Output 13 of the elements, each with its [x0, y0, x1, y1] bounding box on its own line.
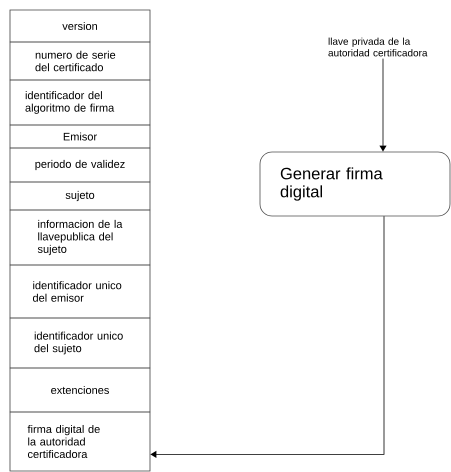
- field-cell: informacion de la llavepublica del sujeto: [10, 210, 150, 266]
- field-cell: identificador unico del sujeto: [10, 318, 150, 368]
- field-cell: identificador del algoritmo de firma: [10, 80, 150, 126]
- field-cell: Emisor: [10, 124, 150, 148]
- input-text: llave privada de la autoridad certificadora: [328, 38, 428, 56]
- field-cell: firma digital de la autoridad certificadora: [10, 412, 150, 472]
- field-cell: periodo de validez: [10, 148, 150, 182]
- field-cell: numero de serie del certificado: [10, 42, 150, 80]
- field-cell: extenciones: [10, 368, 150, 412]
- field-cell: identificador unico del emisor: [10, 264, 150, 318]
- process-box: Generar firma digital: [260, 152, 450, 216]
- field-cell: sujeto: [10, 182, 150, 210]
- field-cell: version: [10, 10, 150, 42]
